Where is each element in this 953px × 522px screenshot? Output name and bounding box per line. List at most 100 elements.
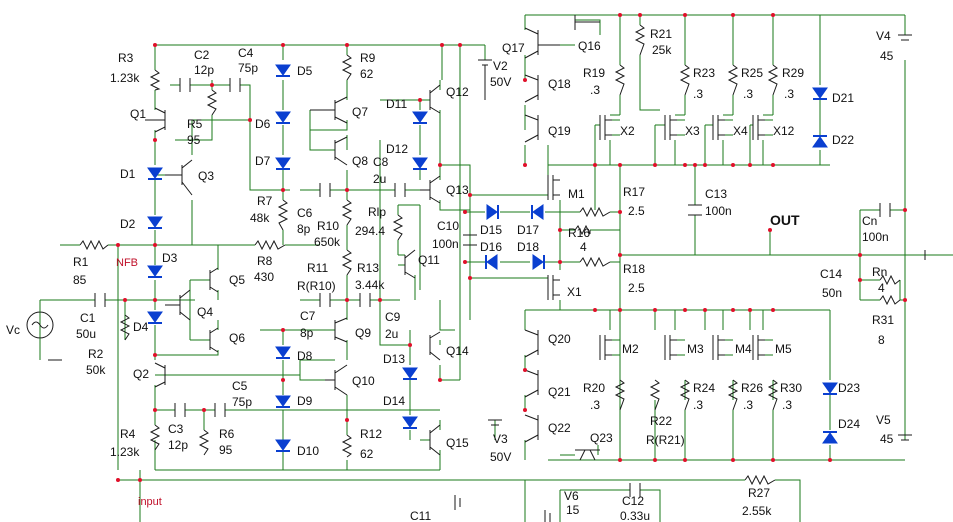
label-r9-value: 62 — [360, 67, 374, 81]
label-q21: Q21 — [548, 385, 571, 399]
resistor-r20 — [614, 379, 626, 411]
label-x3: X3 — [685, 124, 700, 138]
capacitors — [94, 78, 891, 497]
label-r29-value: .3 — [784, 87, 794, 101]
diode-d10 — [275, 439, 291, 452]
resistor-rlp — [392, 214, 404, 241]
label-r3-value: 1.23k — [110, 71, 140, 85]
diode-d11 — [412, 111, 428, 124]
label-rlp: Rlp — [368, 205, 386, 219]
diode-d3 — [147, 265, 163, 278]
label-r13-value: 3.44k — [355, 278, 385, 292]
label-c6-value: 8p — [297, 222, 311, 236]
resistor-r30 — [767, 379, 779, 411]
transistor-q7 — [310, 96, 348, 124]
transistor-q6 — [209, 327, 219, 353]
resistor-r25 — [727, 64, 739, 96]
diode-d14 — [402, 416, 418, 429]
label-d1: D1 — [120, 167, 136, 181]
capacitor-cn — [879, 203, 891, 217]
resistor-r2 — [119, 314, 131, 341]
transistor-q3 — [165, 159, 193, 196]
transistor-q11 — [404, 249, 416, 279]
label-r17-value: 2.5 — [628, 204, 645, 218]
resistor-r12 — [341, 434, 353, 458]
resistor-r29 — [767, 64, 779, 96]
capacitor-c12 — [629, 483, 641, 497]
label-r1-value: 85 — [73, 273, 87, 287]
source-v6 — [544, 510, 551, 522]
resistor-r8 — [254, 239, 286, 251]
transistor-q23 — [575, 449, 600, 461]
label-r25-value: .3 — [743, 87, 753, 101]
mosfets — [547, 115, 773, 360]
diode-d16 — [485, 254, 498, 270]
label-q19: Q19 — [548, 124, 571, 138]
label-q12: Q12 — [446, 85, 469, 99]
label-d16: D16 — [480, 240, 502, 254]
label-q14: Q14 — [446, 344, 469, 358]
label-c4-value: 75p — [238, 61, 258, 75]
mosfet-m5 — [752, 335, 765, 360]
transistor-q13 — [420, 175, 441, 204]
diode-d2 — [147, 216, 163, 229]
resistors — [79, 24, 901, 486]
capacitor-c4 — [229, 78, 241, 92]
resistor-r31 — [879, 294, 901, 306]
label-v6-value: 15 — [566, 503, 580, 517]
diode-d13 — [402, 367, 418, 380]
diode-d21 — [812, 87, 828, 100]
label-r7-value: 48k — [250, 211, 270, 225]
label-r1: R1 — [73, 255, 89, 269]
diode-d17 — [531, 204, 544, 220]
label-x12: X12 — [773, 124, 795, 138]
transistor-q22 — [524, 414, 539, 443]
transistor-q1 — [145, 107, 166, 133]
label-r6: R6 — [219, 427, 235, 441]
resistor-r3 — [149, 69, 161, 91]
resistor-r6 — [198, 429, 210, 456]
label-d22: D22 — [832, 133, 854, 147]
label-r18: R18 — [623, 262, 645, 276]
label-nfb: NFB — [116, 257, 138, 269]
label-r7: R7 — [257, 194, 273, 208]
capacitor-c10 — [463, 234, 477, 246]
diode-d24 — [822, 431, 838, 444]
mosfet-m4 — [712, 335, 725, 360]
label-m1: M1 — [568, 187, 585, 201]
label-c2: C2 — [194, 48, 210, 62]
label-r26-value: .3 — [743, 398, 753, 412]
label-q23: Q23 — [590, 431, 613, 445]
label-c13-value: 100n — [705, 204, 732, 218]
transistor-q14 — [429, 331, 441, 361]
label-m3: M3 — [687, 342, 704, 356]
transistors — [145, 15, 600, 461]
label-r23: R23 — [693, 66, 715, 80]
label-input: input — [138, 496, 162, 508]
label-q16: Q16 — [578, 39, 601, 53]
transistor-q2 — [154, 362, 166, 388]
capacitor-c2 — [179, 78, 191, 92]
label-x2: X2 — [620, 124, 635, 138]
label-r4-value: 1.23k — [110, 445, 140, 459]
resistor-r16 — [574, 224, 591, 236]
label-v6: V6 — [564, 489, 579, 503]
label-r9: R9 — [360, 51, 376, 65]
label-v3-value: 50V — [490, 450, 511, 464]
label-d4: D4 — [133, 320, 149, 334]
diode-d23 — [822, 382, 838, 395]
label-r20: R20 — [583, 381, 605, 395]
label-r6-value: 95 — [219, 443, 233, 457]
capacitor-c7 — [319, 293, 331, 307]
resistor-r9 — [341, 54, 353, 81]
label-c5-value: 75p — [232, 395, 252, 409]
diode-d6 — [275, 111, 291, 124]
transistor-q19 — [524, 114, 539, 143]
label-r11-value: R(R10) — [297, 279, 336, 293]
label-r16-value: 4 — [580, 240, 587, 254]
transistor-q17 — [524, 27, 560, 59]
diode-d9 — [275, 395, 291, 408]
source-c11 — [454, 495, 461, 510]
label-c13: C13 — [705, 187, 727, 201]
